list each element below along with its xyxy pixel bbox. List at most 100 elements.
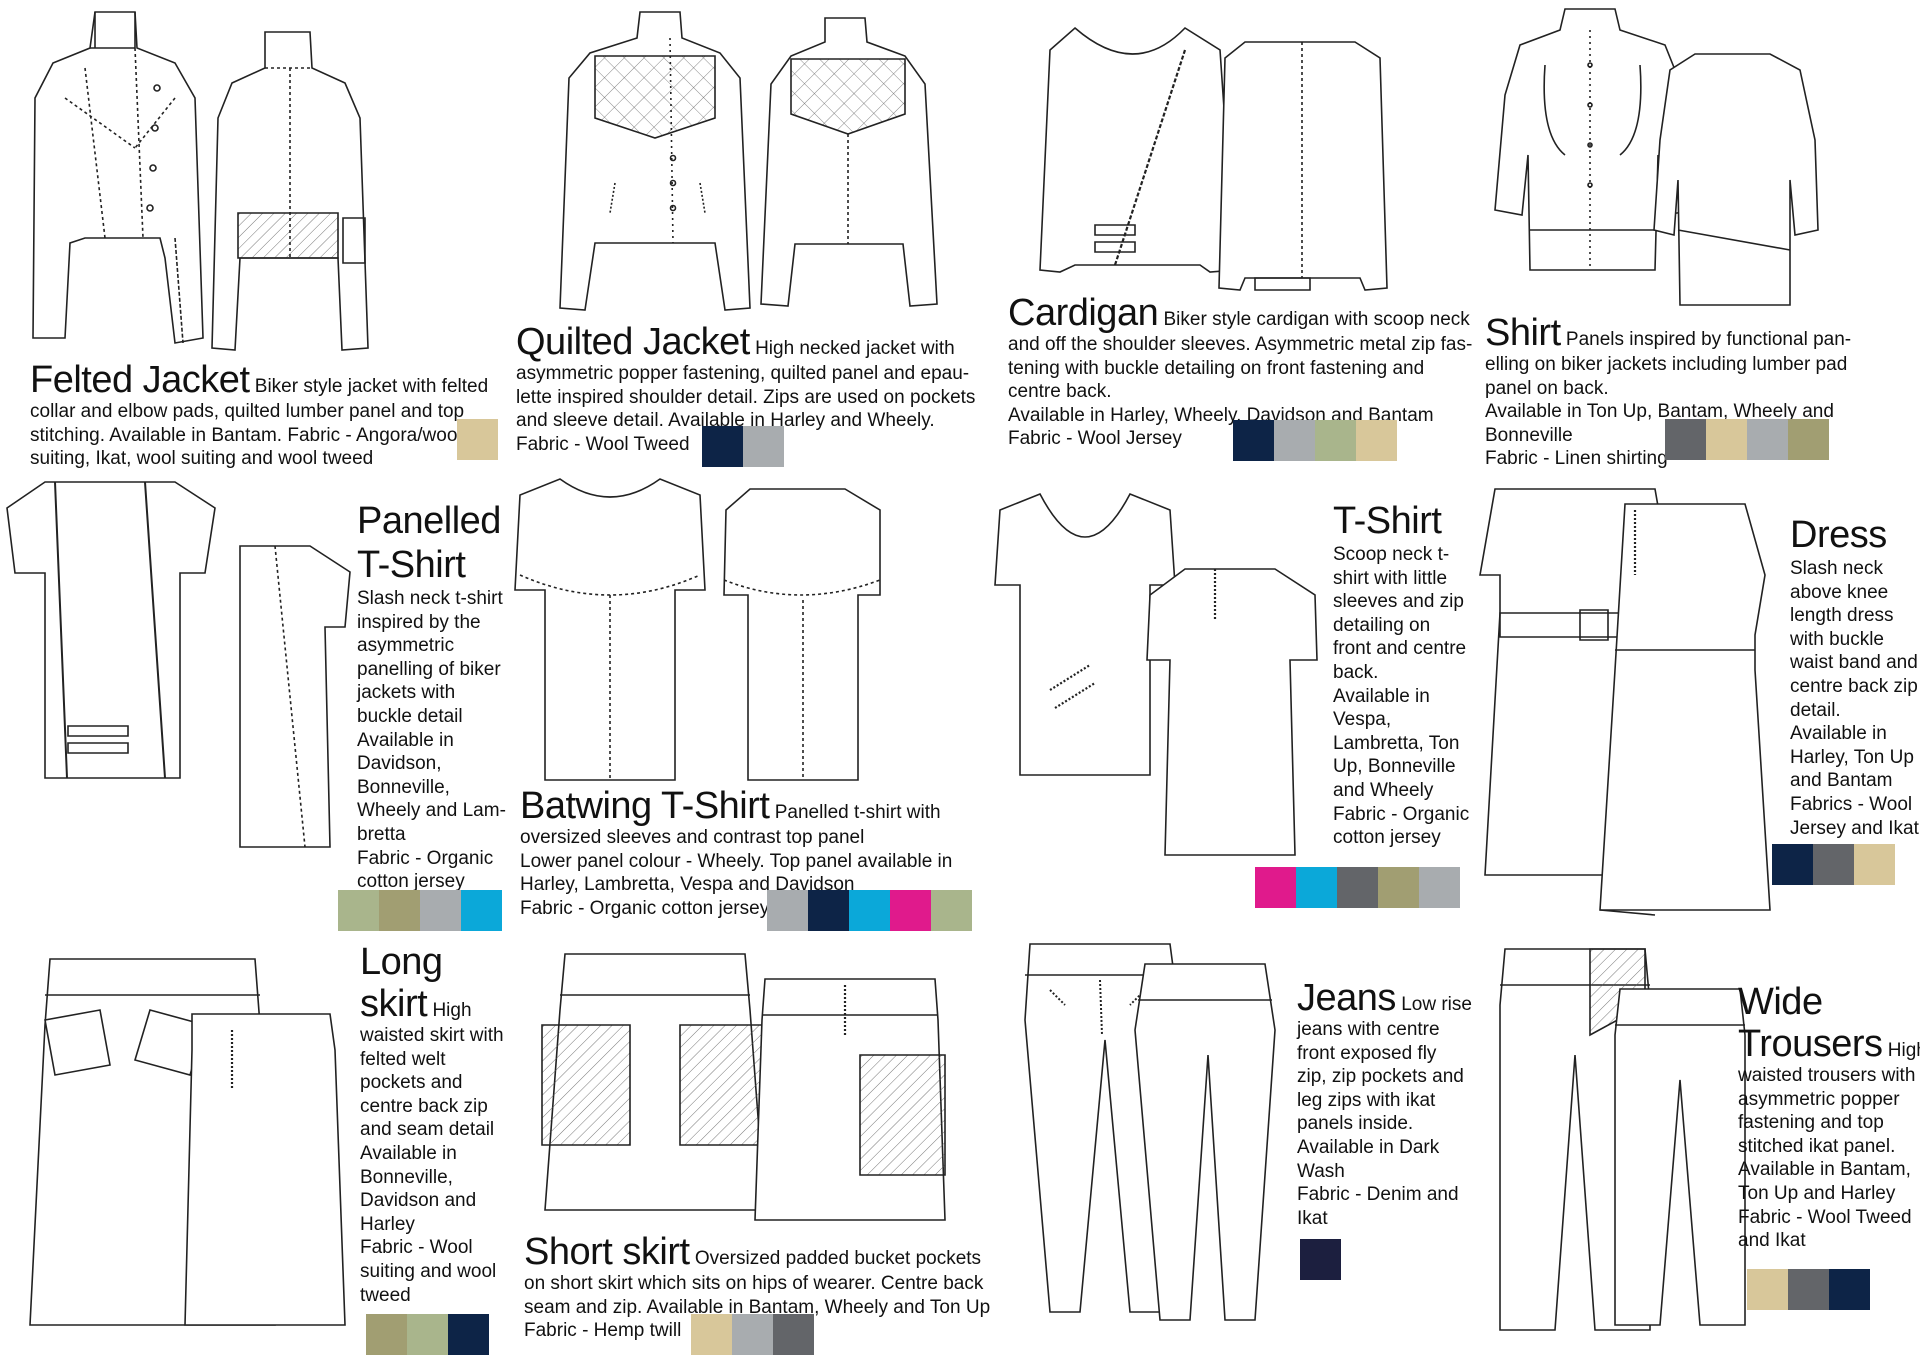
desc-line: Lambretta, Ton xyxy=(1333,732,1460,754)
color-swatch xyxy=(1296,867,1337,908)
desc-line: cotton jersey xyxy=(357,871,465,893)
desc-line: buckle detail xyxy=(357,705,463,727)
long-skirt-description: Long skirt High waisted skirt with felte… xyxy=(360,940,520,1307)
long-skirt-swatches xyxy=(366,1314,489,1355)
desc-line: Fabric - Linen shirting xyxy=(1485,448,1668,470)
short-skirt-swatches xyxy=(691,1314,814,1355)
desc-line: Available in Dark xyxy=(1297,1136,1440,1158)
desc-line: Fabric - Wool Jersey xyxy=(1008,428,1182,450)
desc-line: centre back zip xyxy=(360,1095,488,1117)
color-swatch xyxy=(379,890,420,931)
color-swatch xyxy=(743,426,784,467)
desc-line: Slash neck xyxy=(1790,558,1883,579)
color-swatch xyxy=(457,419,498,460)
color-swatch xyxy=(1315,420,1356,461)
panelled-t-shirt-back-sketch xyxy=(220,542,355,852)
panelled-t-shirt-title: T-Shirt xyxy=(357,544,466,586)
color-swatch xyxy=(1255,867,1296,908)
long-skirt-title: Long xyxy=(360,941,443,983)
color-swatch xyxy=(849,890,890,931)
desc-line: Available in xyxy=(357,729,454,751)
desc-line: cotton jersey xyxy=(1333,827,1441,849)
desc-line: panels inside. xyxy=(1297,1113,1414,1135)
desc-line: High necked jacket with xyxy=(755,338,955,359)
quilted-jacket-title: Quilted Jacket xyxy=(516,321,750,363)
desc-line: High xyxy=(432,1000,472,1021)
wide-trousers-front-sketch xyxy=(1495,945,1660,1335)
color-swatch xyxy=(732,1314,773,1355)
color-swatch xyxy=(1337,867,1378,908)
color-swatch xyxy=(1788,1269,1829,1310)
cardigan-description: Cardigan Biker style cardigan with scoop… xyxy=(1008,293,1478,451)
wide-trousers-swatches xyxy=(1747,1269,1870,1310)
color-swatch xyxy=(1788,419,1829,460)
desc-line: collar and elbow pads, quilted lumber pa… xyxy=(30,401,465,422)
jeans-swatches xyxy=(1300,1239,1341,1280)
dress-swatches xyxy=(1772,844,1895,885)
dress-title: Dress xyxy=(1790,514,1887,556)
short-skirt-front-sketch xyxy=(540,950,770,1215)
desc-line: sleeves and zip xyxy=(1333,591,1464,613)
dress-back-sketch xyxy=(1595,500,1775,920)
felted-jacket-front-sketch xyxy=(25,8,205,353)
desc-line: Harley, Lambretta, Vespa and Davidson xyxy=(520,874,855,896)
desc-line: Biker style cardigan with scoop neck xyxy=(1163,309,1470,330)
desc-line: and Ikat xyxy=(1738,1230,1806,1252)
desc-line: Bonneville xyxy=(1485,424,1573,446)
desc-line: stitching. Available in Bantam. Fabric -… xyxy=(30,424,462,446)
jeans-description: Jeans Low rise jeans with centre front e… xyxy=(1297,978,1487,1230)
color-swatch xyxy=(1813,844,1854,885)
wide-trousers-back-sketch xyxy=(1610,985,1750,1330)
desc-line: waisted trousers with xyxy=(1738,1065,1916,1086)
color-swatch xyxy=(931,890,972,931)
shirt-swatches xyxy=(1665,419,1829,460)
desc-line: Harley xyxy=(360,1213,415,1235)
batwing-t-shirt-swatches xyxy=(767,890,972,931)
desc-line: back. xyxy=(1333,661,1379,683)
short-skirt-title: Short skirt xyxy=(524,1231,690,1273)
t-shirt-swatches xyxy=(1255,867,1460,908)
desc-line: Lower panel colour - Wheely. Top panel a… xyxy=(520,850,953,872)
desc-line: felted welt xyxy=(360,1048,446,1070)
desc-line: Up, Bonneville xyxy=(1333,756,1456,778)
color-swatch xyxy=(1300,1239,1341,1280)
color-swatch xyxy=(773,1314,814,1355)
desc-line: and off the shoulder sleeves. Asymmetric… xyxy=(1008,334,1473,355)
color-swatch xyxy=(1854,844,1895,885)
felted-jacket-swatches xyxy=(457,419,498,460)
shirt-front-sketch xyxy=(1490,5,1700,285)
t-shirt-front-sketch xyxy=(990,490,1180,780)
desc-line: shirt with little xyxy=(1333,567,1448,589)
desc-line: Vespa, xyxy=(1333,709,1392,731)
desc-line: and sleeve detail. Available in Harley a… xyxy=(516,410,935,432)
desc-line: asymmetric xyxy=(357,635,455,657)
felted-jacket-description: Felted Jacket Biker style jacket with fe… xyxy=(30,360,500,471)
desc-line: bretta xyxy=(357,823,406,845)
batwing-t-shirt-back-sketch xyxy=(720,485,885,785)
color-swatch xyxy=(366,1314,407,1355)
desc-line: detailing on xyxy=(1333,614,1431,636)
quilted-jacket-description: Quilted Jacket High necked jacket with a… xyxy=(516,321,975,456)
color-swatch xyxy=(1378,867,1419,908)
color-swatch xyxy=(1706,419,1747,460)
desc-line: Fabric - Organic cotton jersey xyxy=(520,897,770,919)
desc-line: length dress xyxy=(1790,605,1894,627)
desc-line: tweed xyxy=(360,1284,411,1306)
desc-line: asymmetric popper fastening, quilted pan… xyxy=(516,363,970,384)
color-swatch xyxy=(1829,1269,1870,1310)
desc-line: Available in xyxy=(1790,723,1887,745)
color-swatch xyxy=(691,1314,732,1355)
panelled-t-shirt-swatches xyxy=(338,890,502,931)
quilted-jacket-swatches xyxy=(702,426,784,467)
batwing-t-shirt-front-sketch xyxy=(510,475,710,785)
desc-line: Bonneville, xyxy=(357,776,450,798)
desc-line: Available in xyxy=(1333,685,1430,707)
color-swatch xyxy=(1772,844,1813,885)
cardigan-swatches xyxy=(1233,420,1397,461)
color-swatch xyxy=(1233,420,1274,461)
desc-line: detail. xyxy=(1790,699,1841,721)
desc-line: jeans with centre xyxy=(1297,1019,1440,1040)
color-swatch xyxy=(420,890,461,931)
shirt-description: Shirt Panels inspired by functional pan-… xyxy=(1485,313,1905,471)
panelled-t-shirt-front-sketch xyxy=(5,478,220,788)
